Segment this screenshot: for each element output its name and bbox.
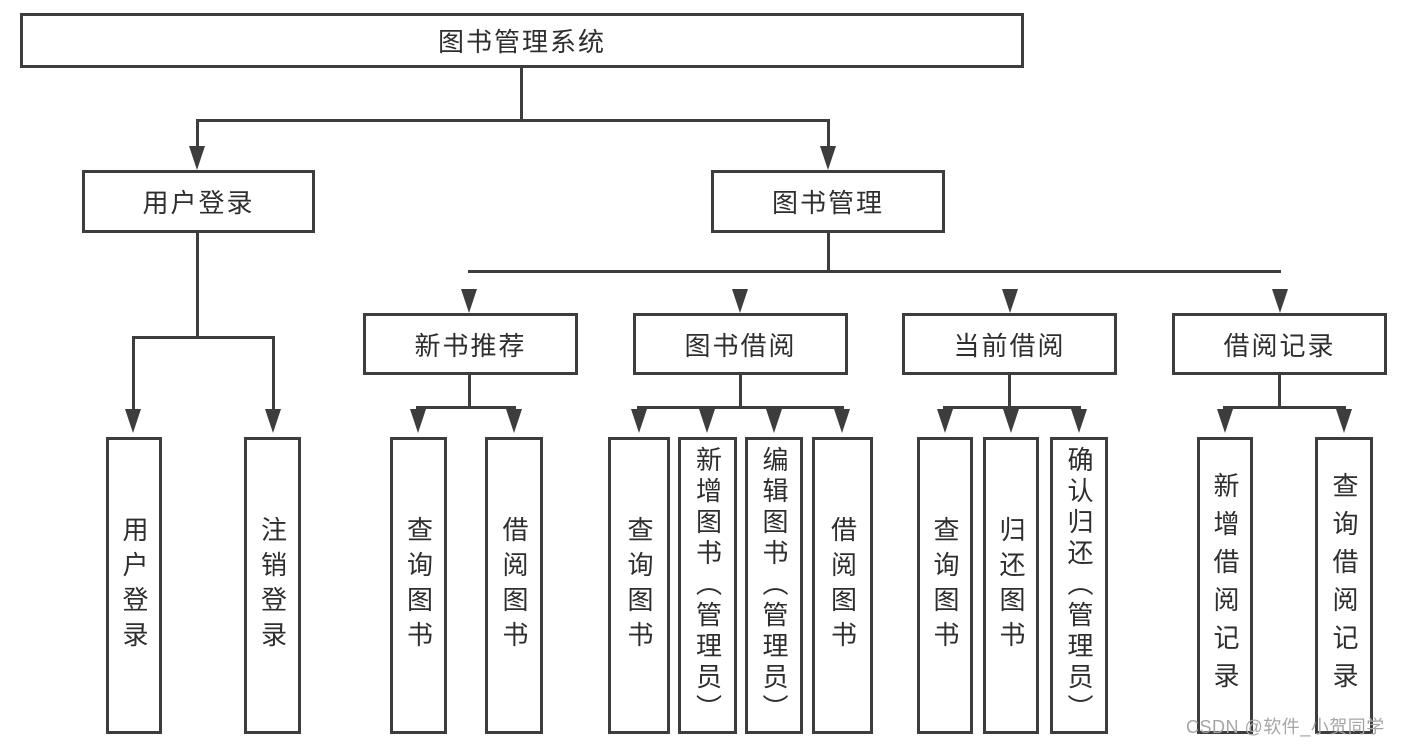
arrowhead-down-icon (1003, 409, 1019, 433)
leaf-logout: 注销登录 (244, 437, 301, 734)
node-library-management-system: 图书管理系统 (20, 13, 1024, 68)
node-borrowing-records: 借阅记录 (1172, 313, 1387, 375)
node-user-login: 用户登录 (82, 170, 315, 233)
connector-line-vertical (827, 233, 830, 273)
connector-line-vertical (272, 336, 275, 412)
connector-line-vertical (196, 233, 199, 339)
node-new-book-recommendation: 新书推荐 (363, 313, 578, 375)
connector-line-vertical (739, 375, 742, 409)
arrowhead-down-icon (1272, 289, 1288, 313)
arrowhead-down-icon (189, 146, 205, 170)
arrowhead-down-icon (699, 409, 715, 433)
leaf-return-books: 归还图书 (983, 437, 1039, 734)
connector-line-vertical (196, 119, 199, 149)
csdn-watermark: CSDN @软件_小贺同学 (1186, 717, 1385, 737)
connector-line-vertical (1278, 375, 1281, 409)
connector-line-vertical (827, 119, 830, 149)
leaf-add-borrow-record: 新增借阅记录 (1197, 437, 1253, 734)
connector-line-horizontal (196, 119, 830, 122)
arrowhead-down-icon (461, 289, 477, 313)
node-book-management: 图书管理 (711, 170, 945, 233)
connector-line-vertical (468, 375, 471, 409)
node-book-borrowing: 图书借阅 (633, 313, 848, 375)
arrowhead-down-icon (125, 409, 141, 433)
leaf-confirm-return-admin: 确认归还（管理员） (1050, 437, 1108, 734)
connector-line-vertical (520, 68, 523, 120)
leaf-query-books-recommend: 查询图书 (390, 437, 447, 734)
arrowhead-down-icon (732, 289, 748, 313)
leaf-query-books-current: 查询图书 (917, 437, 973, 734)
arrowhead-down-icon (766, 409, 782, 433)
arrowhead-down-icon (631, 409, 647, 433)
arrowhead-down-icon (1071, 409, 1087, 433)
arrowhead-down-icon (820, 146, 836, 170)
arrowhead-down-icon (1002, 289, 1018, 313)
connector-line-horizontal (1223, 406, 1346, 409)
leaf-borrow-books-recommend: 借阅图书 (485, 437, 543, 734)
arrowhead-down-icon (265, 409, 281, 433)
leaf-query-books-borrow: 查询图书 (608, 437, 670, 734)
node-current-borrowing: 当前借阅 (902, 313, 1117, 375)
connector-line-vertical (1008, 375, 1011, 409)
connector-line-horizontal (132, 336, 275, 339)
leaf-borrow-books: 借阅图书 (812, 437, 873, 734)
connector-line-vertical (132, 336, 135, 412)
arrowhead-down-icon (410, 409, 426, 433)
connector-line-horizontal (637, 406, 844, 409)
arrowhead-down-icon (1217, 409, 1233, 433)
connector-line-horizontal (468, 270, 1281, 273)
arrowhead-down-icon (834, 409, 850, 433)
leaf-edit-books-admin: 编辑图书（管理员） (745, 437, 803, 734)
leaf-user-login: 用户登录 (106, 437, 162, 734)
arrowhead-down-icon (506, 409, 522, 433)
arrowhead-down-icon (1336, 409, 1352, 433)
arrowhead-down-icon (937, 409, 953, 433)
connector-line-horizontal (416, 406, 516, 409)
leaf-query-borrow-record: 查询借阅记录 (1315, 437, 1373, 734)
leaf-add-books-admin: 新增图书（管理员） (678, 437, 737, 734)
connector-line-horizontal (943, 406, 1081, 409)
